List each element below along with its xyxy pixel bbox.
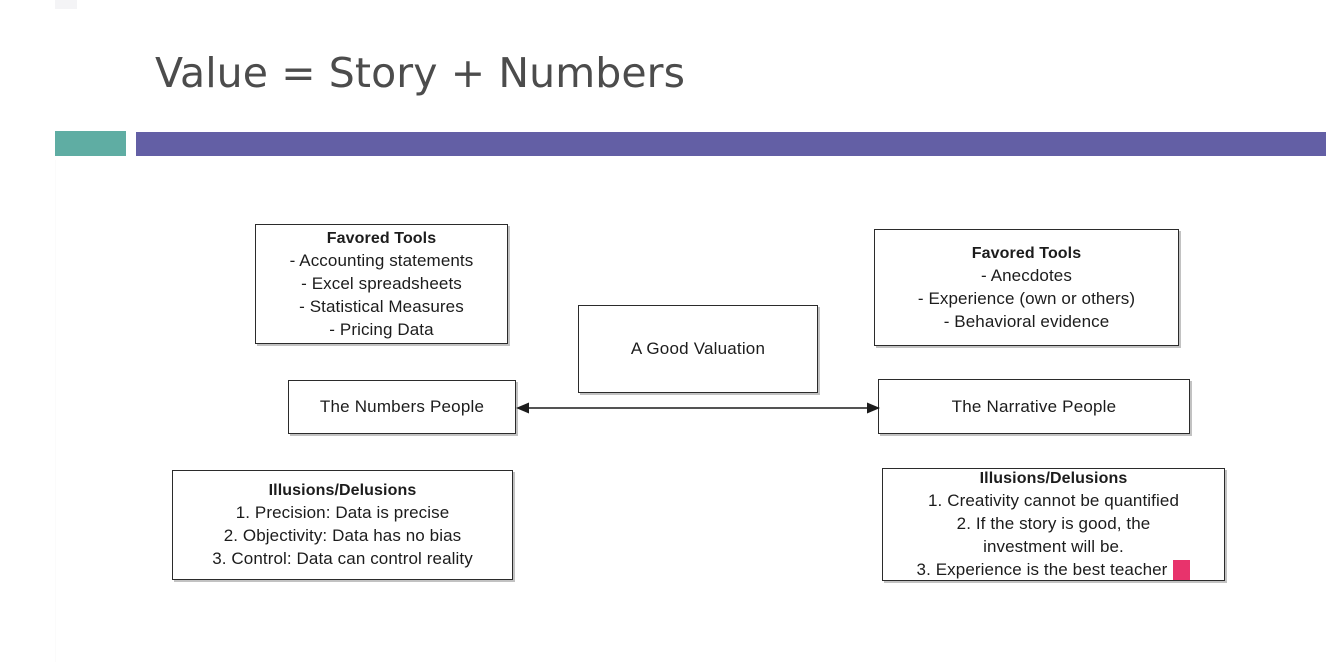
box-line: - Behavioral evidence bbox=[943, 311, 1110, 331]
box-line: - Excel spreadsheets bbox=[301, 273, 462, 293]
box-illusions-numbers: Illusions/Delusions 1. Precision: Data i… bbox=[172, 470, 513, 580]
box-label: A Good Valuation bbox=[630, 339, 766, 358]
accent-bar-purple bbox=[136, 132, 1326, 156]
box-line-with-highlight: 3. Experience is the best teacher bbox=[917, 558, 1191, 581]
box-favored-tools-numbers: Favored Tools - Accounting statements - … bbox=[255, 224, 508, 344]
page-title: Value = Story + Numbers bbox=[155, 49, 686, 97]
box-line: 3. Control: Data can control reality bbox=[212, 549, 473, 568]
box-heading: Favored Tools bbox=[326, 229, 437, 247]
scan-artifact-top bbox=[55, 0, 77, 9]
box-line: 2. If the story is good, the bbox=[956, 514, 1151, 533]
box-line: 1. Creativity cannot be quantified bbox=[928, 491, 1179, 510]
scan-artifact-rule bbox=[55, 160, 56, 662]
box-label: The Numbers People bbox=[319, 397, 485, 416]
box-line: 3. Experience is the best teacher bbox=[916, 560, 1168, 579]
box-the-narrative-people: The Narrative People bbox=[878, 379, 1190, 434]
box-heading: Illusions/Delusions bbox=[979, 470, 1128, 487]
box-line: - Pricing Data bbox=[329, 319, 434, 339]
pink-highlight-marker bbox=[1173, 559, 1191, 580]
box-a-good-valuation: A Good Valuation bbox=[578, 305, 818, 393]
accent-bar-teal bbox=[55, 131, 126, 156]
double-headed-arrow-icon bbox=[516, 402, 880, 414]
box-line: 1. Precision: Data is precise bbox=[235, 503, 450, 522]
box-line: 2. Objectivity: Data has no bias bbox=[223, 526, 462, 545]
box-favored-tools-narrative: Favored Tools - Anecdotes - Experience (… bbox=[874, 229, 1179, 346]
box-illusions-narrative: Illusions/Delusions 1. Creativity cannot… bbox=[882, 468, 1225, 581]
box-line: - Statistical Measures bbox=[299, 296, 464, 316]
box-line: - Experience (own or others) bbox=[917, 288, 1136, 308]
box-line: investment will be. bbox=[983, 537, 1124, 556]
box-heading: Illusions/Delusions bbox=[268, 482, 417, 499]
box-line: - Accounting statements bbox=[289, 250, 474, 270]
box-the-numbers-people: The Numbers People bbox=[288, 380, 516, 434]
box-heading: Favored Tools bbox=[971, 244, 1082, 262]
box-line: - Anecdotes bbox=[981, 265, 1072, 285]
box-label: The Narrative People bbox=[951, 396, 1117, 416]
